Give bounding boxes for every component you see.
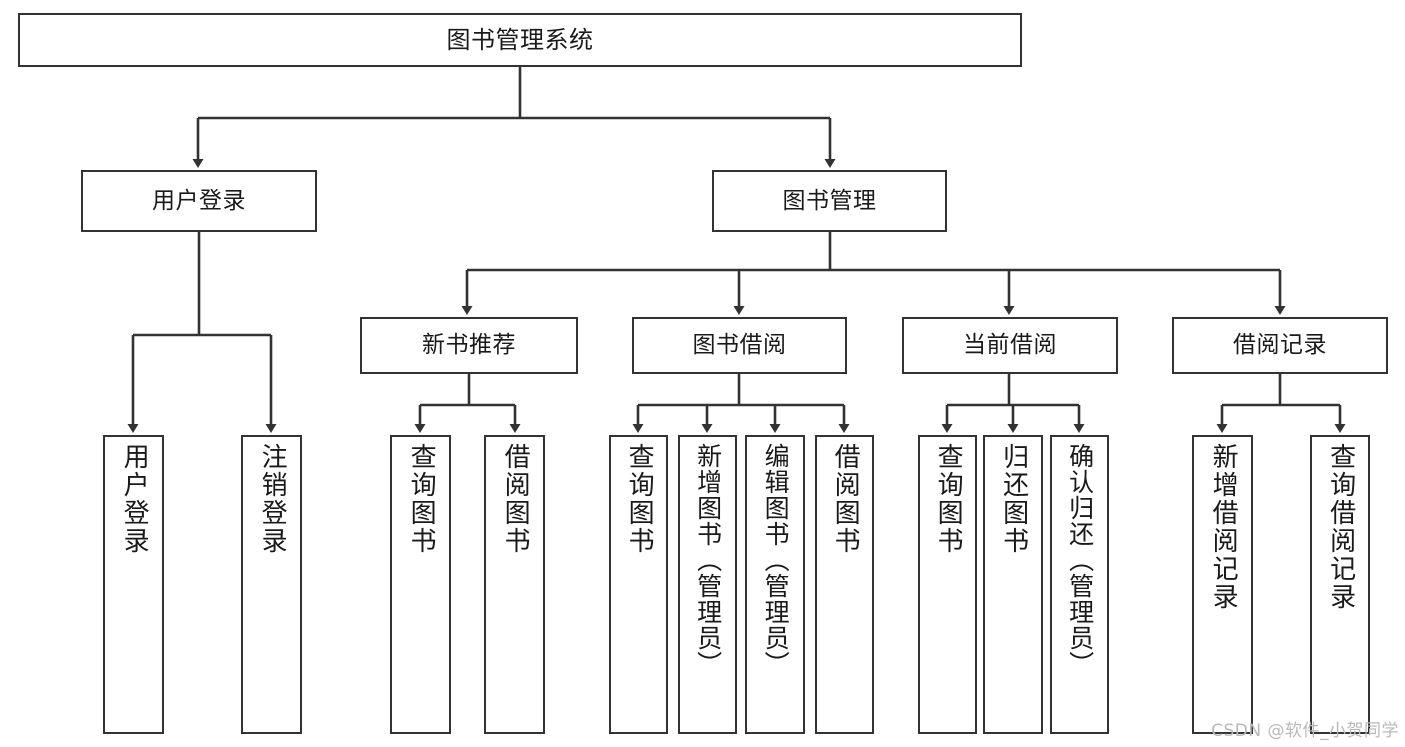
leaf-query-borrow-record[interactable]: 查询借阅记录 (1310, 435, 1370, 734)
new-book-rec-to-leaves-connectors (414, 374, 521, 433)
node-user-login-label: 用户登录 (152, 187, 246, 214)
node-new-book-recommend[interactable]: 新书推荐 (360, 317, 578, 374)
leaf-query-book-borrow-label: 查询图书 (624, 443, 655, 555)
leaf-logout-label: 注销登录 (257, 443, 288, 555)
leaf-return-book[interactable]: 归还图书 (983, 435, 1043, 734)
leaf-edit-book-admin-label: 编辑图书（管理员） (761, 443, 791, 677)
leaf-confirm-return-admin-label: 确认归还（管理员） (1065, 443, 1095, 677)
leaf-borrow-book-recommend[interactable]: 借阅图书 (484, 435, 545, 734)
node-borrow-record[interactable]: 借阅记录 (1172, 317, 1388, 374)
leaf-return-book-label: 归还图书 (998, 443, 1029, 555)
book-manage-to-level2-connectors (461, 232, 1286, 315)
node-current-borrow-label: 当前借阅 (963, 332, 1057, 358)
node-root-system-label: 图书管理系统 (446, 26, 594, 54)
node-book-manage[interactable]: 图书管理 (712, 170, 947, 232)
book-borrow-to-leaves-connectors (632, 374, 850, 433)
leaf-query-book-current[interactable]: 查询图书 (918, 435, 977, 734)
leaf-logout[interactable]: 注销登录 (241, 435, 302, 734)
leaf-add-borrow-record-label: 新增借阅记录 (1208, 443, 1239, 611)
leaf-query-book-recommend[interactable]: 查询图书 (390, 435, 451, 734)
leaf-add-book-admin-label: 新增图书（管理员） (693, 443, 723, 677)
leaf-user-login-label: 用户登录 (119, 443, 150, 555)
node-current-borrow[interactable]: 当前借阅 (902, 317, 1118, 374)
leaf-add-book-admin[interactable]: 新增图书（管理员） (678, 435, 737, 734)
root-to-level1-connectors (192, 67, 836, 168)
leaf-borrow-book-recommend-label: 借阅图书 (500, 443, 531, 555)
leaf-query-book-current-label: 查询图书 (933, 443, 964, 555)
borrow-record-to-leaves-connectors (1216, 374, 1346, 433)
node-new-book-recommend-label: 新书推荐 (422, 332, 516, 358)
current-borrow-to-leaves-connectors (941, 374, 1085, 433)
leaf-user-login[interactable]: 用户登录 (103, 435, 164, 734)
leaf-confirm-return-admin[interactable]: 确认归还（管理员） (1050, 435, 1109, 734)
csdn-watermark: CSDN @软件_小贺同学 (1211, 721, 1399, 741)
node-root-system[interactable]: 图书管理系统 (18, 13, 1022, 67)
node-user-login[interactable]: 用户登录 (81, 170, 317, 232)
leaf-query-borrow-record-label: 查询借阅记录 (1325, 443, 1356, 611)
leaf-edit-book-admin[interactable]: 编辑图书（管理员） (745, 435, 805, 734)
node-book-borrow-label: 图书借阅 (692, 332, 787, 358)
node-borrow-record-label: 借阅记录 (1233, 332, 1327, 358)
user-login-to-leaves-connectors (127, 232, 277, 433)
node-book-borrow[interactable]: 图书借阅 (632, 317, 847, 374)
leaf-borrow-book-label: 借阅图书 (830, 443, 861, 555)
node-book-manage-label: 图书管理 (782, 187, 877, 214)
leaf-query-book-borrow[interactable]: 查询图书 (609, 435, 668, 734)
leaf-borrow-book[interactable]: 借阅图书 (815, 435, 874, 734)
leaf-query-book-recommend-label: 查询图书 (406, 443, 437, 555)
leaf-add-borrow-record[interactable]: 新增借阅记录 (1192, 435, 1253, 734)
